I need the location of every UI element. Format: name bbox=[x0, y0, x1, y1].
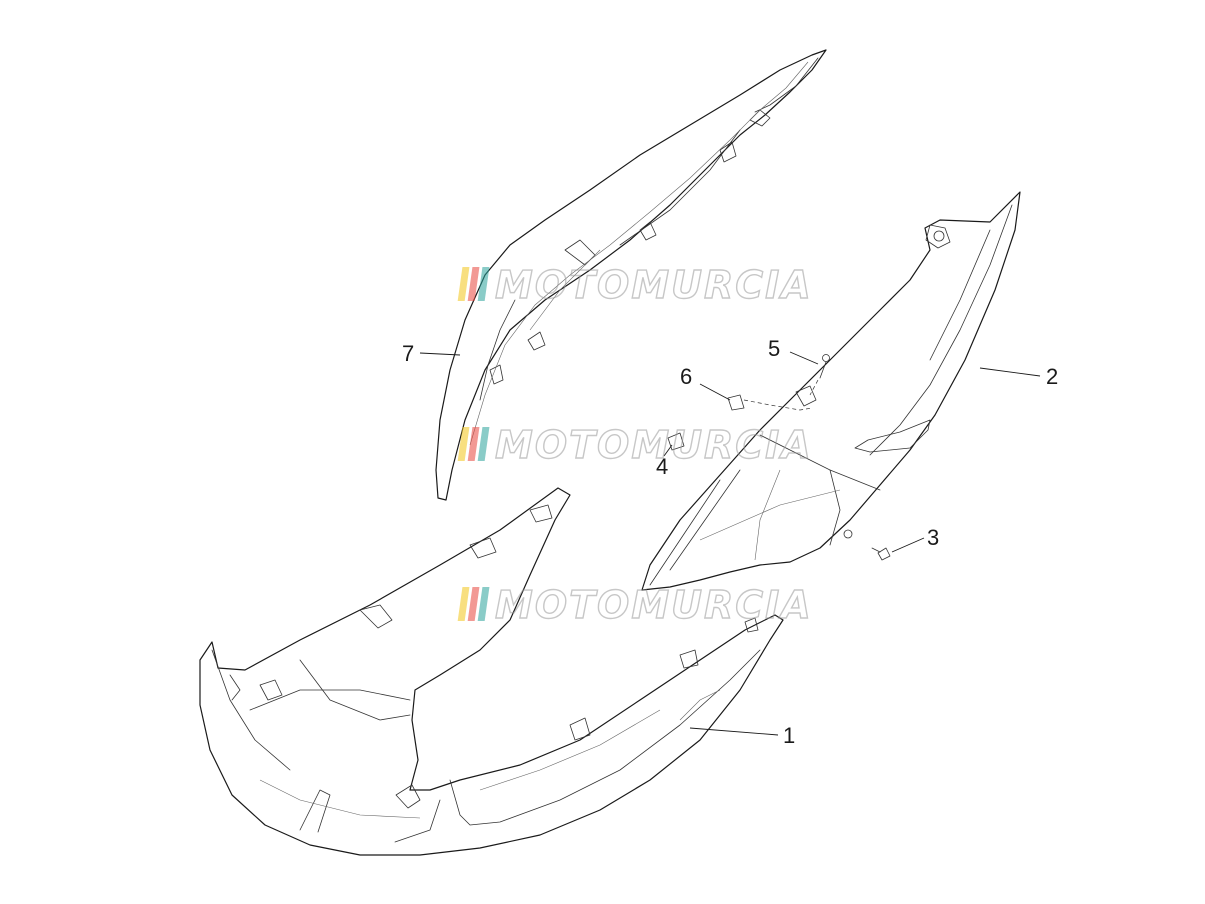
leader-3 bbox=[891, 537, 925, 553]
part-7-side-cover-upper bbox=[435, 49, 827, 501]
watermark-bottom: MOTOMURCIA bbox=[457, 582, 813, 628]
callout-7: 7 bbox=[402, 341, 414, 366]
part-1-lower-cover bbox=[199, 487, 784, 856]
leader-4 bbox=[663, 444, 673, 457]
part-6-nut-clip bbox=[727, 385, 817, 411]
leader-2 bbox=[979, 367, 1041, 377]
callout-5: 5 bbox=[768, 336, 780, 361]
leader-6 bbox=[699, 383, 731, 401]
callout-3: 3 bbox=[927, 525, 939, 550]
callout-2: 2 bbox=[1046, 364, 1058, 389]
part-5-screw bbox=[809, 354, 830, 396]
callout-labels: 1 2 3 4 5 6 7 bbox=[402, 336, 1058, 748]
leader-7 bbox=[419, 352, 461, 356]
leader-lines bbox=[419, 351, 1041, 736]
watermark-top: MOTOMURCIA bbox=[457, 262, 813, 308]
leader-5 bbox=[789, 351, 819, 365]
part-4-clip bbox=[667, 432, 685, 451]
leader-1 bbox=[689, 727, 779, 736]
callout-6: 6 bbox=[680, 364, 692, 389]
callout-1: 1 bbox=[783, 723, 795, 748]
part-2-side-panel bbox=[641, 191, 1021, 591]
watermark-middle: MOTOMURCIA bbox=[457, 422, 813, 468]
watermark-logo-text: MOTOMURCIA bbox=[495, 263, 813, 307]
watermark-logo-text: MOTOMURCIA bbox=[495, 583, 813, 627]
callout-4: 4 bbox=[656, 454, 668, 479]
part-3-screw bbox=[871, 547, 891, 561]
watermark-logo-text: MOTOMURCIA bbox=[495, 423, 813, 467]
